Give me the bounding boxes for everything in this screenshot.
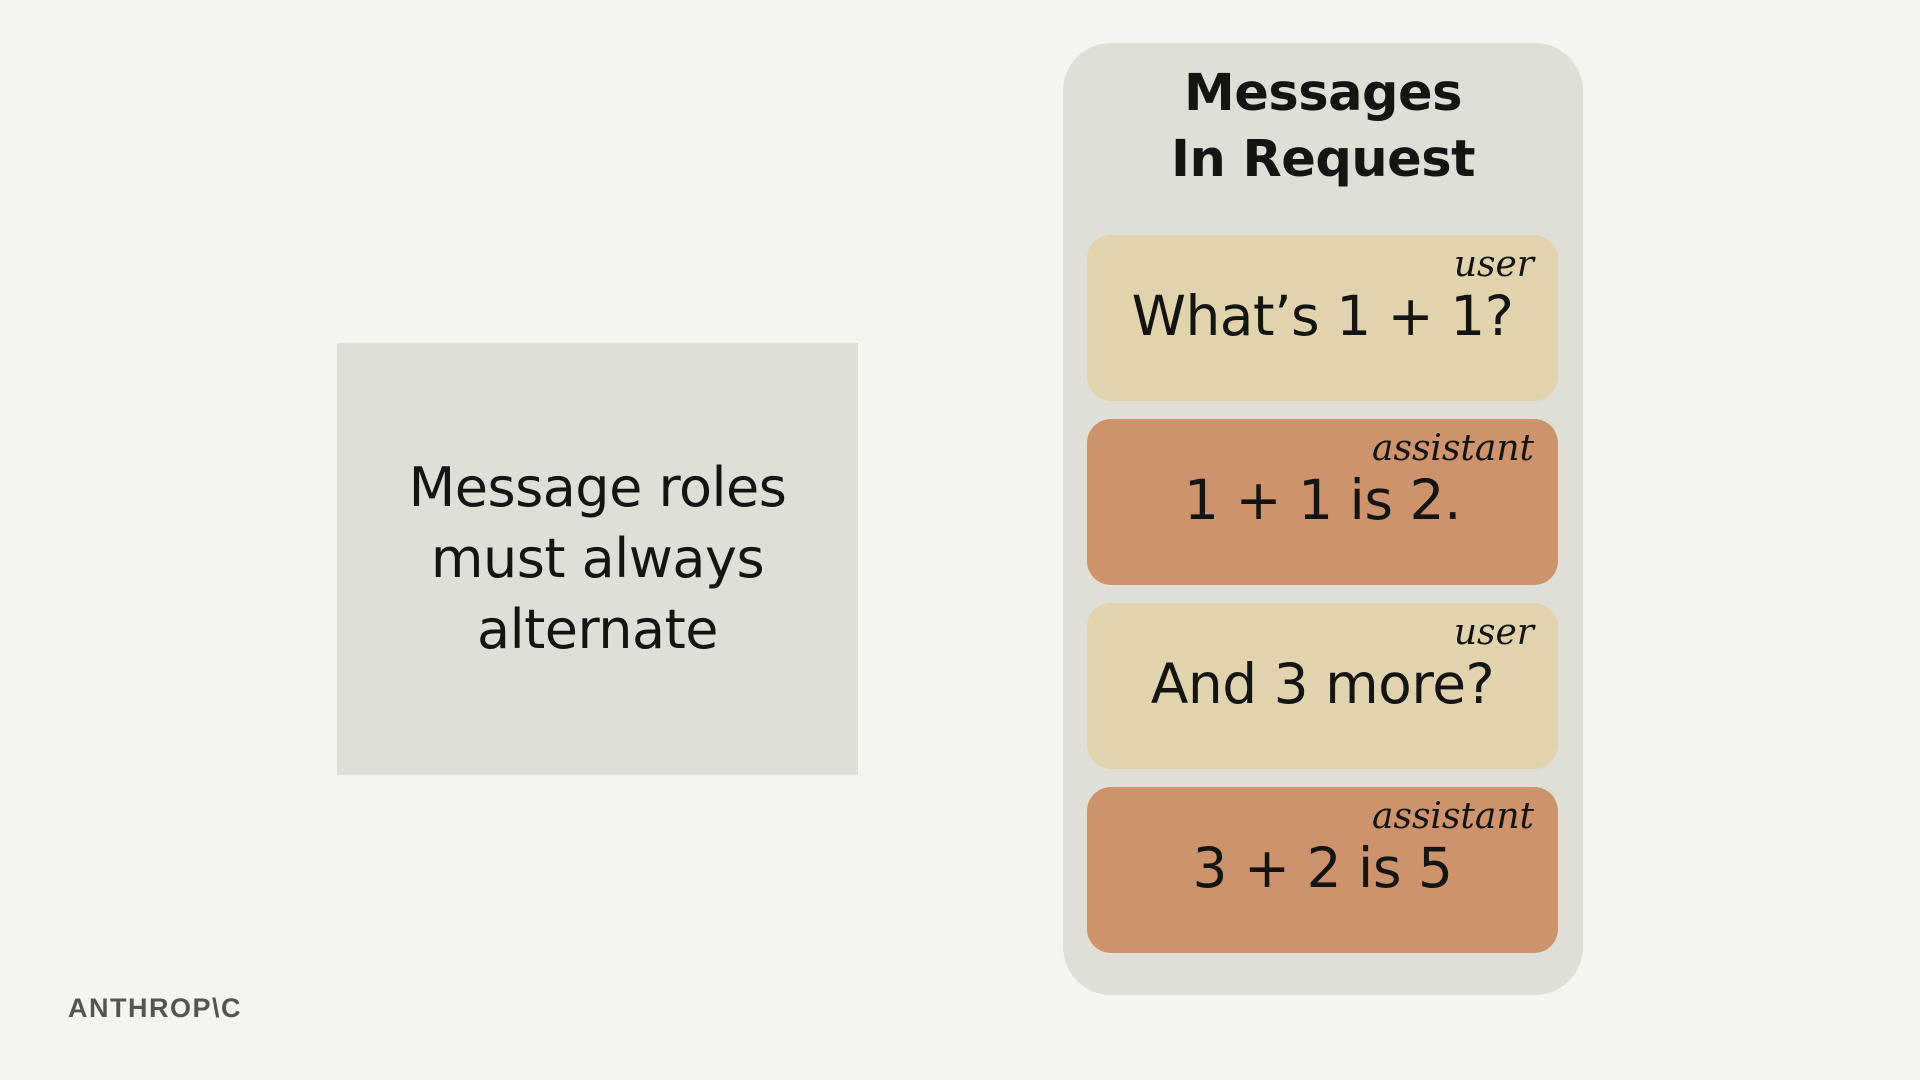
message-text: 3 + 2 is 5 <box>1192 836 1453 900</box>
message-list: user What’s 1 + 1? assistant 1 + 1 is 2.… <box>1087 235 1558 971</box>
anthropic-logo: ANTHROP\C <box>68 993 242 1023</box>
message-role-label: assistant <box>1372 428 1534 469</box>
alternation-note-text: Message roles must always alternate <box>408 455 787 661</box>
message-role-label: user <box>1453 612 1534 653</box>
message-text: 1 + 1 is 2. <box>1184 468 1461 532</box>
message-card: user What’s 1 + 1? <box>1087 235 1558 401</box>
message-card: assistant 1 + 1 is 2. <box>1087 419 1558 585</box>
message-role-label: assistant <box>1372 796 1534 837</box>
messages-panel: Messages In Request user What’s 1 + 1? a… <box>1063 43 1583 995</box>
alternation-note-box: Message roles must always alternate <box>337 343 858 775</box>
message-text: And 3 more? <box>1150 652 1495 716</box>
message-text: What’s 1 + 1? <box>1131 284 1514 348</box>
message-role-label: user <box>1453 244 1534 285</box>
message-card: assistant 3 + 2 is 5 <box>1087 787 1558 953</box>
panel-title: Messages In Request <box>1170 64 1476 189</box>
message-card: user And 3 more? <box>1087 603 1558 769</box>
